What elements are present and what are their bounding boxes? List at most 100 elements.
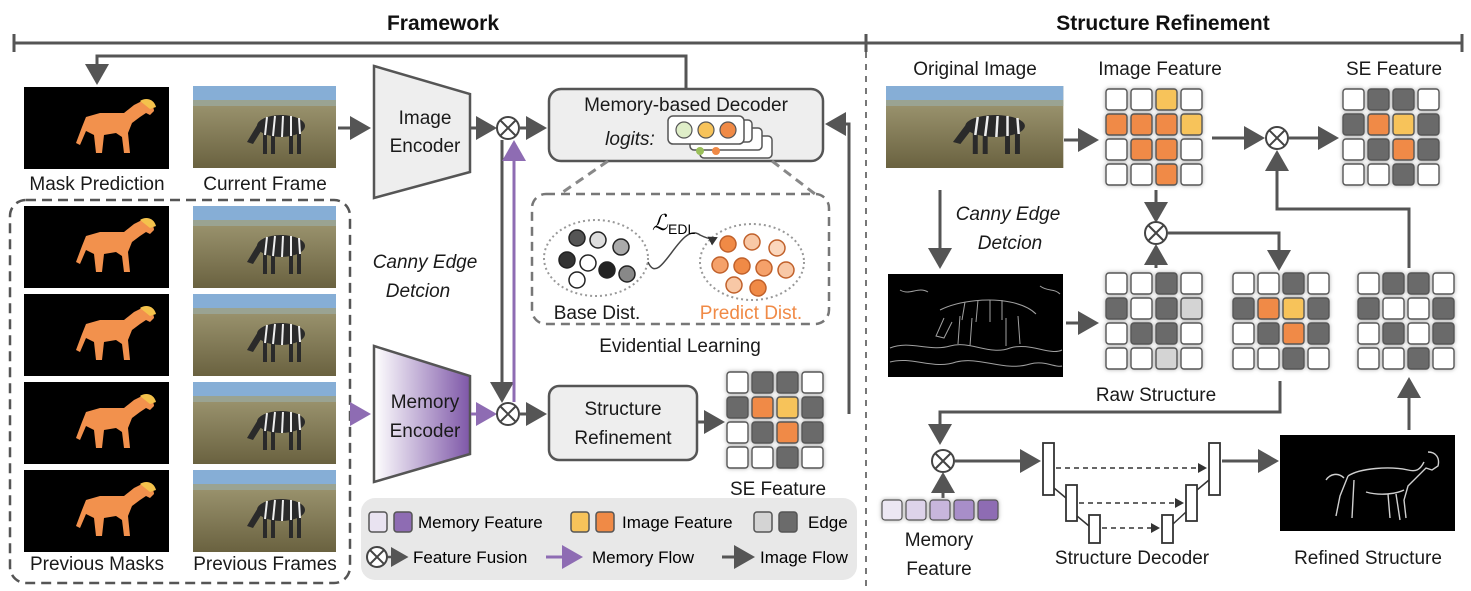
fusion-to-weighted-arrow xyxy=(1168,231,1291,271)
grid-cell xyxy=(1180,297,1203,320)
grid-cell xyxy=(776,421,799,444)
logits-label: logits: xyxy=(605,129,655,150)
memory-encoder-block xyxy=(372,344,472,484)
grid-cell xyxy=(1307,347,1330,370)
previous-frames xyxy=(192,205,337,553)
mask-prediction-label: Mask Prediction xyxy=(29,174,164,195)
legend-image-flow: Image Flow xyxy=(760,548,849,567)
grid-cell xyxy=(801,421,824,444)
grid-cell xyxy=(1130,322,1153,345)
current-frame-label: Current Frame xyxy=(203,174,327,195)
framework-title: Framework xyxy=(387,12,499,35)
memory-encoder-line1: Memory xyxy=(391,392,460,413)
grid-cell xyxy=(1432,322,1455,345)
grid-cell xyxy=(726,446,749,469)
previous-masks xyxy=(24,206,169,552)
grid-cell xyxy=(1367,113,1390,136)
grid-cell xyxy=(1105,272,1128,295)
grid-cell xyxy=(1407,272,1430,295)
legend-edge: Edge xyxy=(808,513,848,532)
current-frame-image xyxy=(192,85,337,169)
grid-cell xyxy=(1232,272,1255,295)
grid-cell xyxy=(1382,322,1405,345)
se-feature-grid xyxy=(726,371,824,469)
legend-box xyxy=(361,498,857,580)
grid-cell xyxy=(1392,138,1415,161)
refine-fusion-middle xyxy=(1144,221,1168,245)
memory-feature-strip xyxy=(881,499,999,521)
grid-cell xyxy=(726,371,749,394)
grid-cell xyxy=(1357,272,1380,295)
legend-edge-swatches xyxy=(753,511,798,533)
grid-cell xyxy=(1307,322,1330,345)
grid-cell xyxy=(1357,347,1380,370)
grid-cell xyxy=(1155,297,1178,320)
grid-cell xyxy=(1282,297,1305,320)
grid-cell xyxy=(1155,163,1178,186)
se-feature-label: SE Feature xyxy=(730,479,826,500)
raw-structure-label: Raw Structure xyxy=(1096,385,1216,406)
grid-cell xyxy=(1257,322,1280,345)
image-encoder-block xyxy=(372,64,472,200)
grid-cell xyxy=(1342,113,1365,136)
memory-decoder-label: Memory-based Decoder xyxy=(584,95,788,116)
grid-cell xyxy=(1155,322,1178,345)
grid-cell xyxy=(1357,322,1380,345)
grid-cell xyxy=(801,446,824,469)
refinement-title: Structure Refinement xyxy=(1056,12,1270,35)
grid-cell xyxy=(751,371,774,394)
image-encoder-line2: Encoder xyxy=(390,136,461,157)
grid-cell xyxy=(1155,88,1178,111)
legend-fusion-icon xyxy=(366,546,409,568)
grid-cell xyxy=(1155,138,1178,161)
evidential-learning-box xyxy=(530,192,831,326)
image-feature-grid xyxy=(1105,88,1203,186)
refined-structure-image xyxy=(1280,435,1455,531)
structure-refinement-line2: Refinement xyxy=(574,428,672,449)
grid-cell xyxy=(1407,297,1430,320)
grid-cell xyxy=(1130,347,1153,370)
grid-cell xyxy=(1130,113,1153,136)
base-dist-label: Base Dist. xyxy=(554,303,641,324)
grid-cell xyxy=(1105,297,1128,320)
image-encoder-line1: Image xyxy=(399,108,452,129)
evidential-learning-label: Evidential Learning xyxy=(599,336,761,357)
raw-structure-grid xyxy=(1105,272,1203,370)
grid-cell xyxy=(1282,272,1305,295)
grid-cell xyxy=(801,371,824,394)
grid-cell xyxy=(1180,113,1203,136)
grid-cell xyxy=(1257,347,1280,370)
grid-cell xyxy=(1342,138,1365,161)
grid-cell xyxy=(1155,272,1178,295)
refined-structure-label: Refined Structure xyxy=(1294,548,1442,569)
loss-subscript: EDL xyxy=(668,221,695,237)
grid-cell xyxy=(1232,347,1255,370)
legend-memory-swatches xyxy=(368,511,413,533)
zoom-line-left xyxy=(559,159,609,196)
grid-cell xyxy=(1417,113,1440,136)
grid-cell xyxy=(1407,347,1430,370)
grid-cell xyxy=(726,421,749,444)
grid-cell xyxy=(1130,88,1153,111)
structure-decoder xyxy=(1042,442,1221,544)
grid-cell xyxy=(1367,88,1390,111)
grid-cell xyxy=(1307,272,1330,295)
refine-fusion-top xyxy=(1265,126,1289,150)
zoom-line-right xyxy=(771,159,816,196)
se-to-decoder-arrow xyxy=(825,112,851,414)
weighted-structure-grid xyxy=(1232,272,1330,370)
feedback-arrow xyxy=(85,54,688,88)
grid-cell xyxy=(1155,347,1178,370)
grid-cell xyxy=(1417,163,1440,186)
grid-cell xyxy=(801,396,824,419)
grid-cell xyxy=(1392,113,1415,136)
structure-refinement-line1: Structure xyxy=(584,399,661,420)
memory-encoder-line2: Encoder xyxy=(390,421,461,442)
grid-cell xyxy=(1432,272,1455,295)
grid-cell xyxy=(1407,322,1430,345)
grid-cell xyxy=(751,396,774,419)
refine-fusion-bottom xyxy=(931,449,955,473)
grid-cell xyxy=(776,396,799,419)
fusion-node-top xyxy=(496,116,520,140)
